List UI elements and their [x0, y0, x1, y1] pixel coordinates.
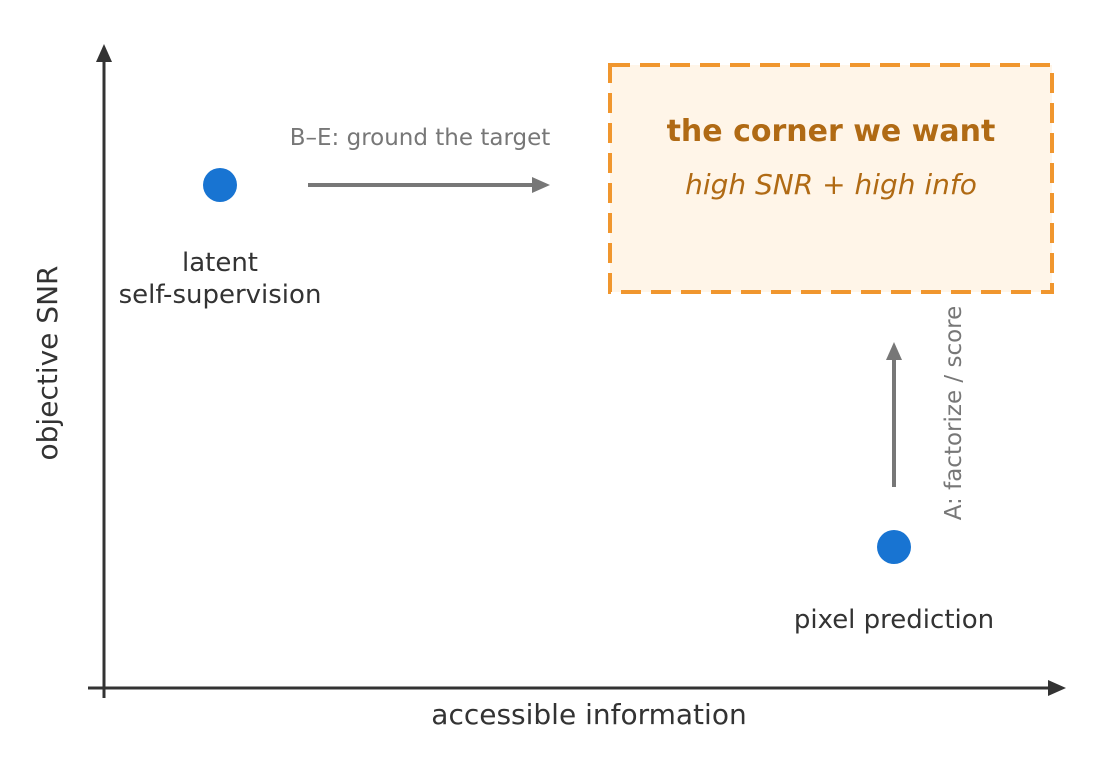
vertical-arrow [886, 342, 902, 487]
x-axis-arrowhead-icon [1048, 680, 1066, 696]
horizontal-arrow [308, 177, 550, 193]
x-axis-label: accessible information [431, 698, 746, 731]
y-axis-label: objective SNR [31, 266, 64, 461]
horizontal-arrowhead-icon [532, 177, 550, 193]
pixel-label: pixel prediction [794, 605, 994, 635]
horizontal-arrow-label: B–E: ground the target [290, 125, 551, 151]
latent-point [203, 168, 237, 202]
y-axis [96, 44, 112, 698]
x-axis [88, 680, 1066, 696]
y-axis-arrowhead-icon [96, 44, 112, 62]
goal-region-box [608, 63, 1054, 294]
vertical-arrowhead-icon [886, 342, 902, 360]
latent-label-line-2: self-supervision [119, 280, 322, 310]
vertical-arrow-label: A: factorize / score [941, 306, 967, 521]
latent-label-line-1: latent [182, 248, 258, 278]
pixel-point [877, 530, 911, 564]
goal-subtitle: high SNR + high info [685, 168, 977, 201]
goal-title: the corner we want [667, 114, 996, 149]
